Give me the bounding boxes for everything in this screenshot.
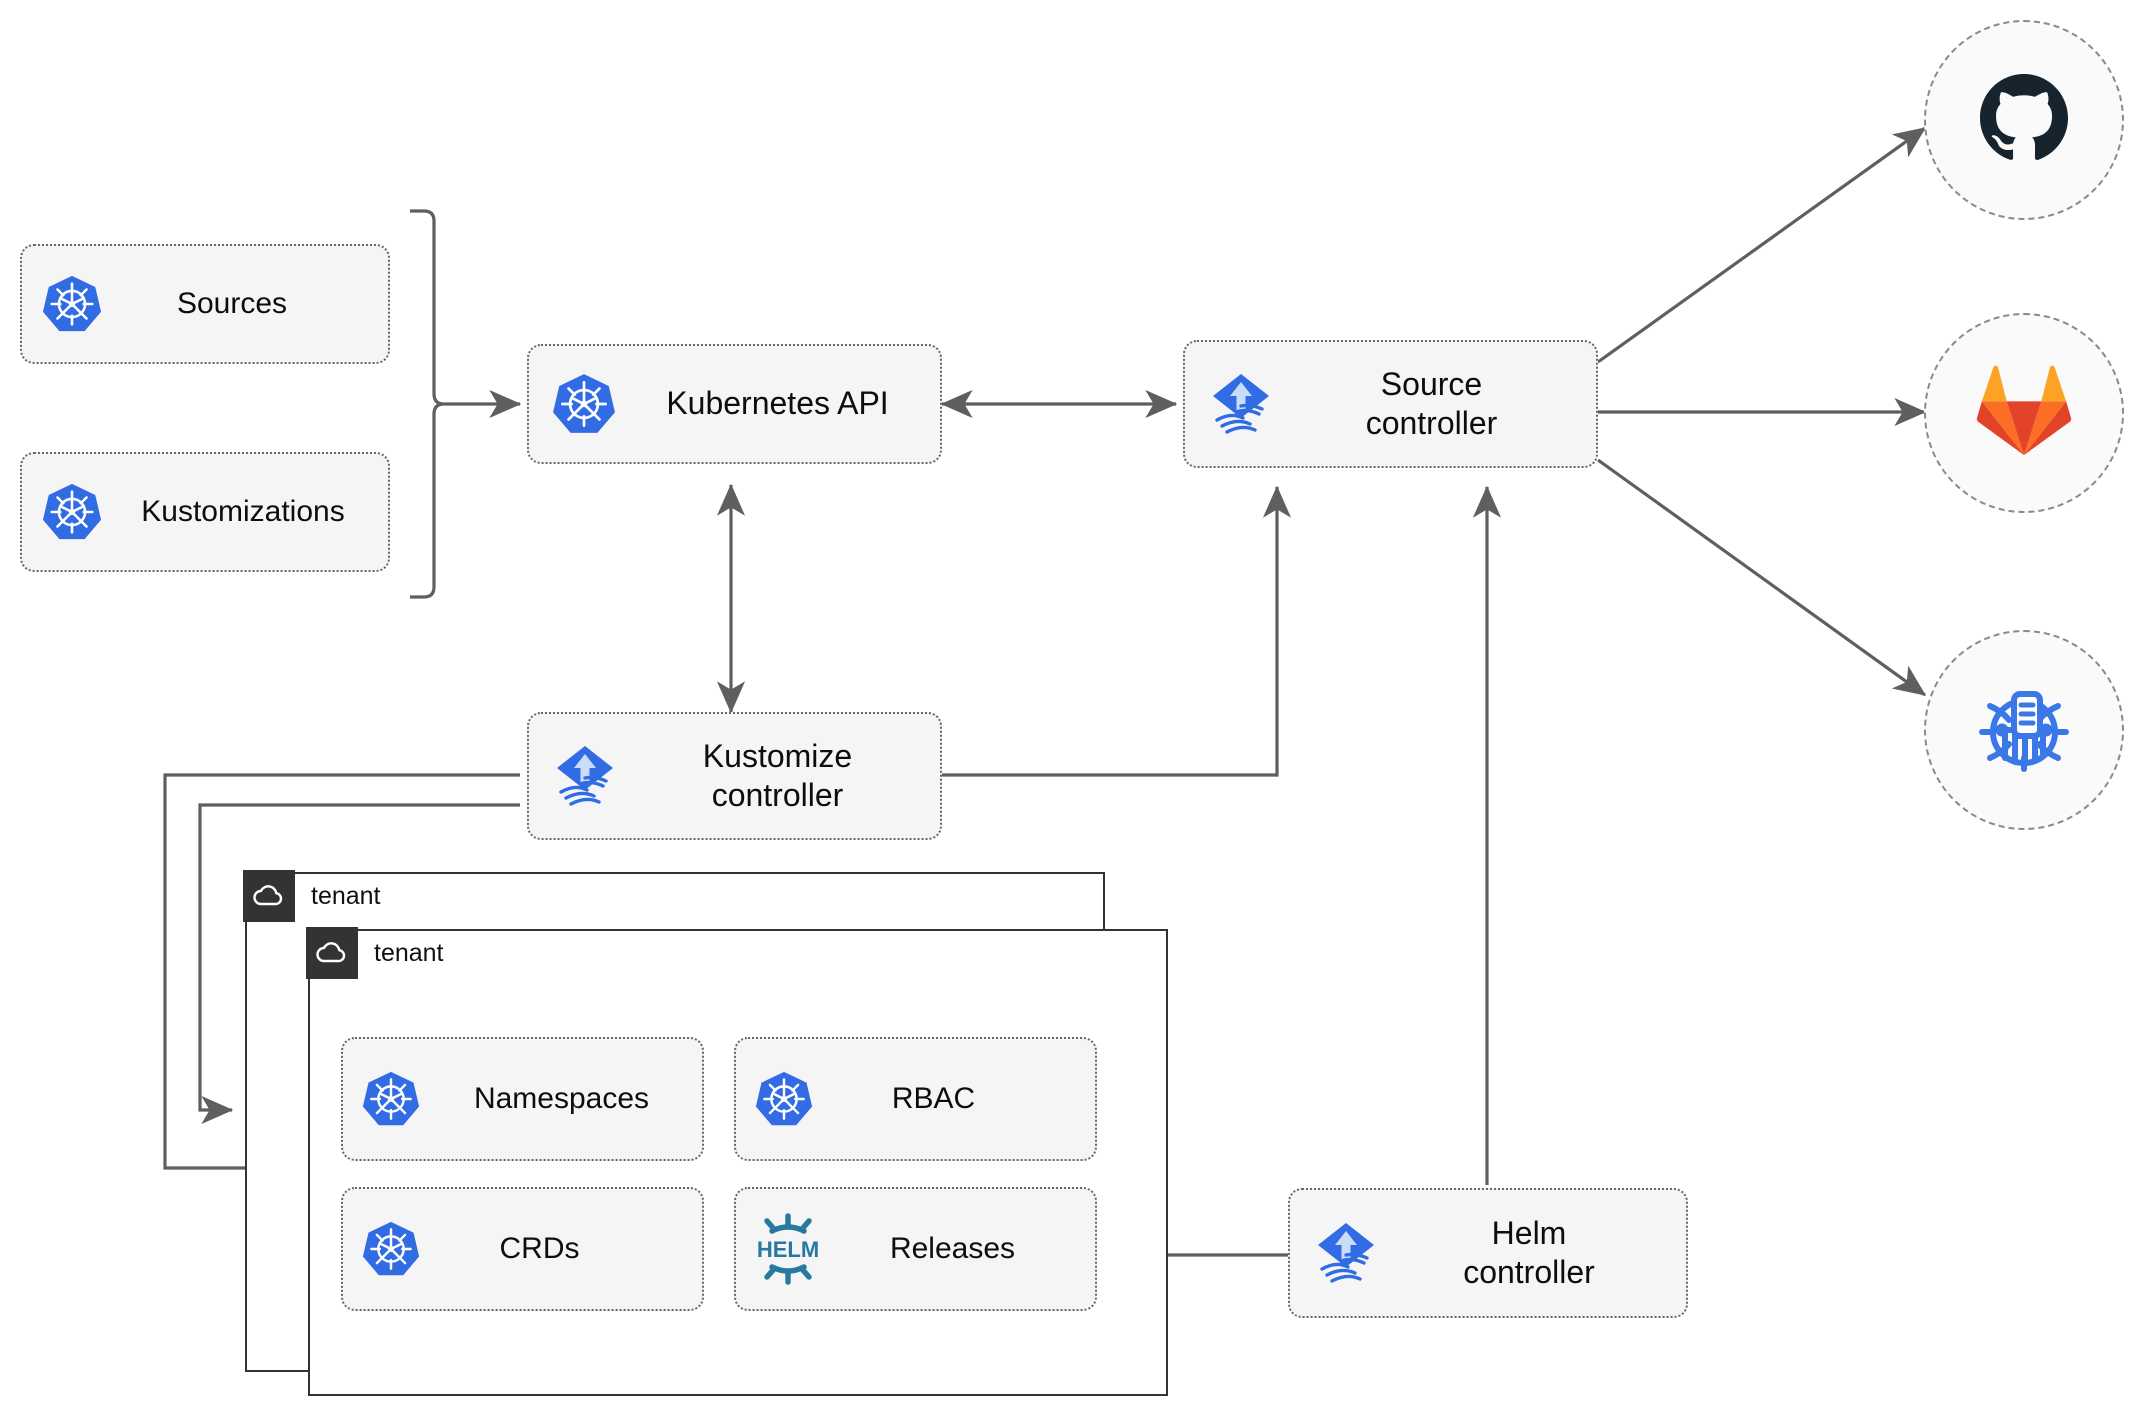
resources-bracket (410, 209, 445, 599)
flux-icon (529, 740, 641, 812)
kubernetes-icon (736, 1069, 832, 1129)
wire-kustomize-source (940, 485, 1292, 777)
helm-icon: HELM (736, 1212, 840, 1286)
node-source-controller[interactable]: Source controller (1183, 340, 1598, 468)
tenant-resource-label: Namespaces (473, 1081, 650, 1115)
tenant-label: tenant (311, 881, 381, 910)
svg-text:HELM: HELM (757, 1237, 819, 1262)
provider-gitlab[interactable] (1924, 313, 2124, 513)
tenant-resource-label: Releases (889, 1231, 1016, 1265)
node-label: Helm controller (1463, 1214, 1595, 1290)
wire-source-github (1597, 126, 1927, 364)
tenant-resource-label: RBAC (891, 1081, 976, 1115)
node-label: Kustomize controller (702, 737, 853, 813)
wire-source-helmrepo (1597, 458, 1927, 697)
resource-box-kustomizations[interactable]: Kustomizations (20, 452, 390, 572)
kubernetes-icon (343, 1219, 439, 1279)
cloud-icon (243, 870, 295, 922)
tenant-header-back: tenant (243, 870, 381, 922)
kubernetes-icon (529, 371, 639, 437)
helm-repository-icon (1972, 676, 2076, 785)
node-kustomize-controller[interactable]: Kustomize controller (527, 712, 942, 840)
resource-label: Sources (176, 286, 288, 320)
node-helm-controller[interactable]: Helm controller (1288, 1188, 1688, 1318)
node-label: Kubernetes API (666, 385, 889, 422)
provider-helm-repository[interactable] (1924, 630, 2124, 830)
resource-box-sources[interactable]: Sources (20, 244, 390, 364)
tenant-resource-releases[interactable]: HELM Releases (734, 1187, 1097, 1311)
github-icon (1974, 68, 2074, 173)
kubernetes-icon (22, 481, 122, 543)
tenant-resource-rbac[interactable]: RBAC (734, 1037, 1097, 1161)
flux-icon (1185, 368, 1297, 440)
tenant-resource-crds[interactable]: CRDs (341, 1187, 704, 1311)
tenant-label: tenant (374, 938, 444, 967)
tenant-resource-label: CRDs (499, 1231, 580, 1265)
tenant-header-front: tenant (306, 927, 444, 979)
tenant-resource-namespaces[interactable]: Namespaces (341, 1037, 704, 1161)
node-kubernetes-api[interactable]: Kubernetes API (527, 344, 942, 464)
cloud-icon (306, 927, 358, 979)
kubernetes-icon (22, 273, 122, 335)
node-label: Source controller (1365, 365, 1498, 441)
gitlab-icon (1976, 365, 2072, 462)
provider-github[interactable] (1924, 20, 2124, 220)
kubernetes-icon (343, 1069, 439, 1129)
flux-icon (1290, 1217, 1402, 1289)
resource-label: Kustomizations (141, 494, 345, 528)
tenant-container-front[interactable] (308, 929, 1168, 1396)
